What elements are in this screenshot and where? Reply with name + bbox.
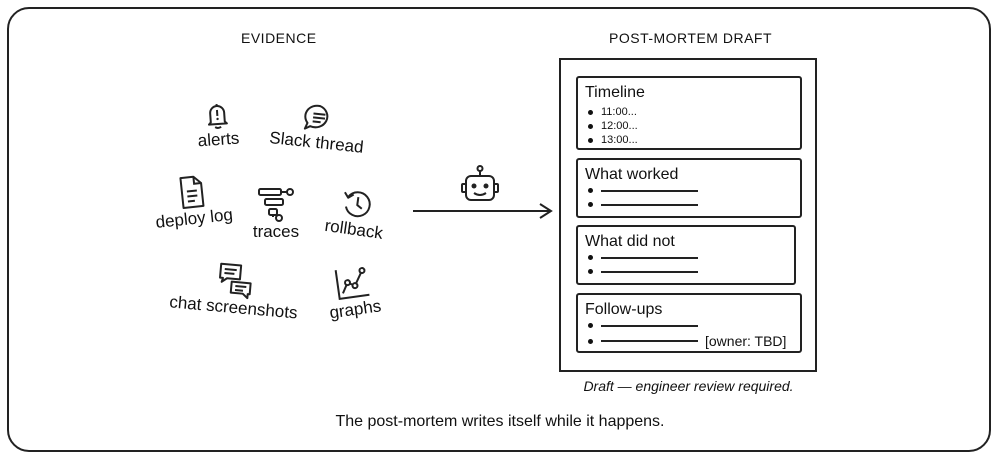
evidence-label-alerts: alerts: [197, 128, 240, 151]
section-title-follow-ups: Follow-ups: [585, 301, 663, 318]
document-icon: [178, 175, 204, 210]
evidence-item-alerts: alerts: [188, 98, 246, 152]
owner-note: [owner: TBD]: [705, 333, 787, 349]
placeholder-line: [588, 188, 698, 193]
footer-text: The post-mortem writes itself while it h…: [335, 413, 665, 430]
trace-tree-icon: [258, 188, 294, 222]
draft-heading: POST-MORTEM DRAFT: [609, 30, 773, 46]
follow-up-owner-line: [owner: TBD]: [588, 333, 786, 349]
speech-bubble-icon: [303, 104, 329, 130]
evidence-heading: EVIDENCE: [241, 30, 317, 46]
evidence-item-chat-screenshots: chat screenshots: [163, 256, 307, 324]
timeline-entry: 13:00...: [588, 134, 638, 146]
draft-document: Timeline 11:00... 12:00... 13:00... What…: [559, 58, 817, 372]
chat-bubbles-icon: [219, 262, 252, 300]
placeholder-line: [588, 269, 698, 274]
evidence-item-traces: traces: [246, 186, 306, 242]
section-title-what-worked: What worked: [585, 166, 679, 183]
timeline-entry: 11:00...: [588, 106, 637, 118]
section-follow-ups: Follow-ups [owner: TBD]: [576, 293, 802, 353]
placeholder-line: [588, 323, 698, 328]
placeholder-line: [588, 202, 698, 207]
evidence-label-traces: traces: [252, 222, 300, 241]
section-what-did-not: What did not: [576, 225, 796, 285]
evidence-item-slack-thread: Slack thread: [266, 98, 371, 158]
evidence-item-graphs: graphs: [319, 262, 388, 324]
timeline-entry: 12:00...: [588, 120, 638, 132]
bell-icon: [207, 103, 228, 129]
draft-caption: Draft — engineer review required.: [583, 378, 794, 394]
flow-arrow: [413, 203, 553, 219]
diagram-frame: [7, 7, 991, 452]
section-title-timeline: Timeline: [585, 84, 645, 101]
history-clock-icon: [344, 191, 371, 218]
line-graph-icon: [334, 267, 370, 301]
section-timeline: Timeline 11:00... 12:00... 13:00...: [576, 76, 802, 150]
section-what-worked: What worked: [576, 158, 802, 218]
evidence-item-deploy-log: deploy log: [147, 171, 237, 234]
placeholder-line: [588, 255, 698, 260]
section-title-what-did-not: What did not: [585, 233, 675, 250]
robot-icon: [461, 165, 499, 201]
evidence-item-rollback: rollback: [318, 183, 395, 244]
